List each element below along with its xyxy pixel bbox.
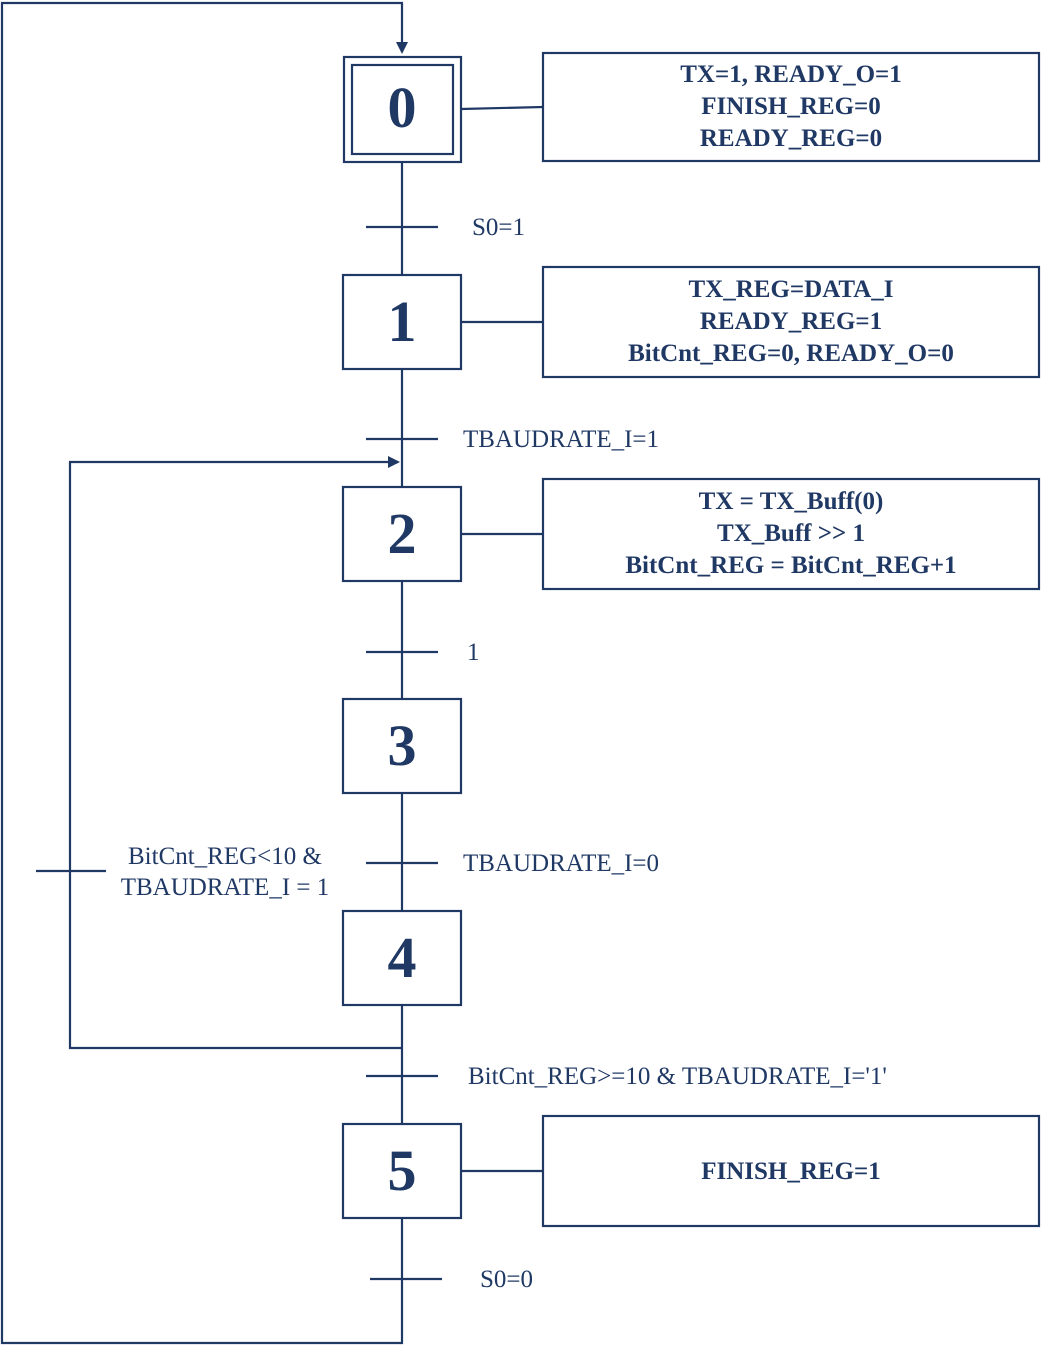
action-connector-step-0 [460,105,544,111]
action-box-step-1 [541,265,1041,379]
step-5-box [341,1122,463,1220]
step-1-box [341,273,463,371]
action-text-step-2-line-1: TX = TX_Buff(0) [699,488,884,515]
action-text-step-0-line-2: FINISH_REG=0 [701,93,881,120]
action-block-step-1: TX_REG=DATA_I READY_REG=1 BitCnt_REG=0, … [461,265,1041,379]
action-text-step-1-line-3: BitCnt_REG=0, READY_O=0 [628,340,954,367]
step-0-label: 0 [388,75,417,140]
step-1-label: 1 [388,289,417,354]
step-2-label: 2 [388,501,417,566]
step-3: 3 [341,697,463,795]
action-text-step-2-line-3: BitCnt_REG = BitCnt_REG+1 [625,552,956,579]
transition-condition-5-0: S0=0 [480,1266,533,1293]
action-text-step-2-line-2: TX_Buff >> 1 [717,520,865,547]
transition-condition-4-2-line-2: TBAUDRATE_I = 1 [121,874,330,901]
action-box-step-0 [541,51,1041,163]
step-4-box [341,909,463,1007]
transition-condition-2-3: 1 [467,639,480,666]
action-block-step-5: FINISH_REG=1 [461,1114,1041,1228]
action-text-step-1-line-2: READY_REG=1 [700,308,882,335]
action-block-step-0: TX=1, READY_O=1 FINISH_REG=0 READY_REG=0 [460,51,1041,163]
transition-conditions: S0=1 TBAUDRATE_I=1 1 TBAUDRATE_I=0 BitCn… [121,214,887,1293]
step-0-inner-box [350,63,455,156]
action-block-step-2: TX = TX_Buff(0) TX_Buff >> 1 BitCnt_REG … [461,477,1041,591]
return-loop-5-to-0 [0,1,408,1345]
action-text-step-0-line-3: READY_REG=0 [700,125,882,152]
step-5: 5 [341,1122,463,1220]
loop-4-to-2 [68,456,402,1050]
transition-bars [36,225,442,1281]
action-box-step-5 [541,1114,1041,1228]
action-box-step-2 [541,477,1041,591]
step-4: 4 [341,909,463,1007]
action-text-step-1-line-1: TX_REG=DATA_I [688,276,893,303]
transition-condition-0-1: S0=1 [472,214,525,241]
transition-condition-4-5: BitCnt_REG>=10 & TBAUDRATE_I='1' [468,1063,887,1090]
step-4-label: 4 [388,925,417,990]
step-3-label: 3 [388,713,417,778]
transition-condition-4-2-line-1: BitCnt_REG<10 & [128,843,322,870]
step-1: 1 [341,273,463,371]
action-text-step-5-line-1: FINISH_REG=1 [701,1158,881,1185]
step-5-label: 5 [388,1138,417,1203]
step-2: 2 [341,485,463,583]
action-text-step-0-line-1: TX=1, READY_O=1 [680,61,902,88]
transition-condition-3-4: TBAUDRATE_I=0 [463,850,659,877]
step-0: 0 [342,55,463,164]
step-3-box [341,697,463,795]
transition-condition-1-2: TBAUDRATE_I=1 [463,426,659,453]
